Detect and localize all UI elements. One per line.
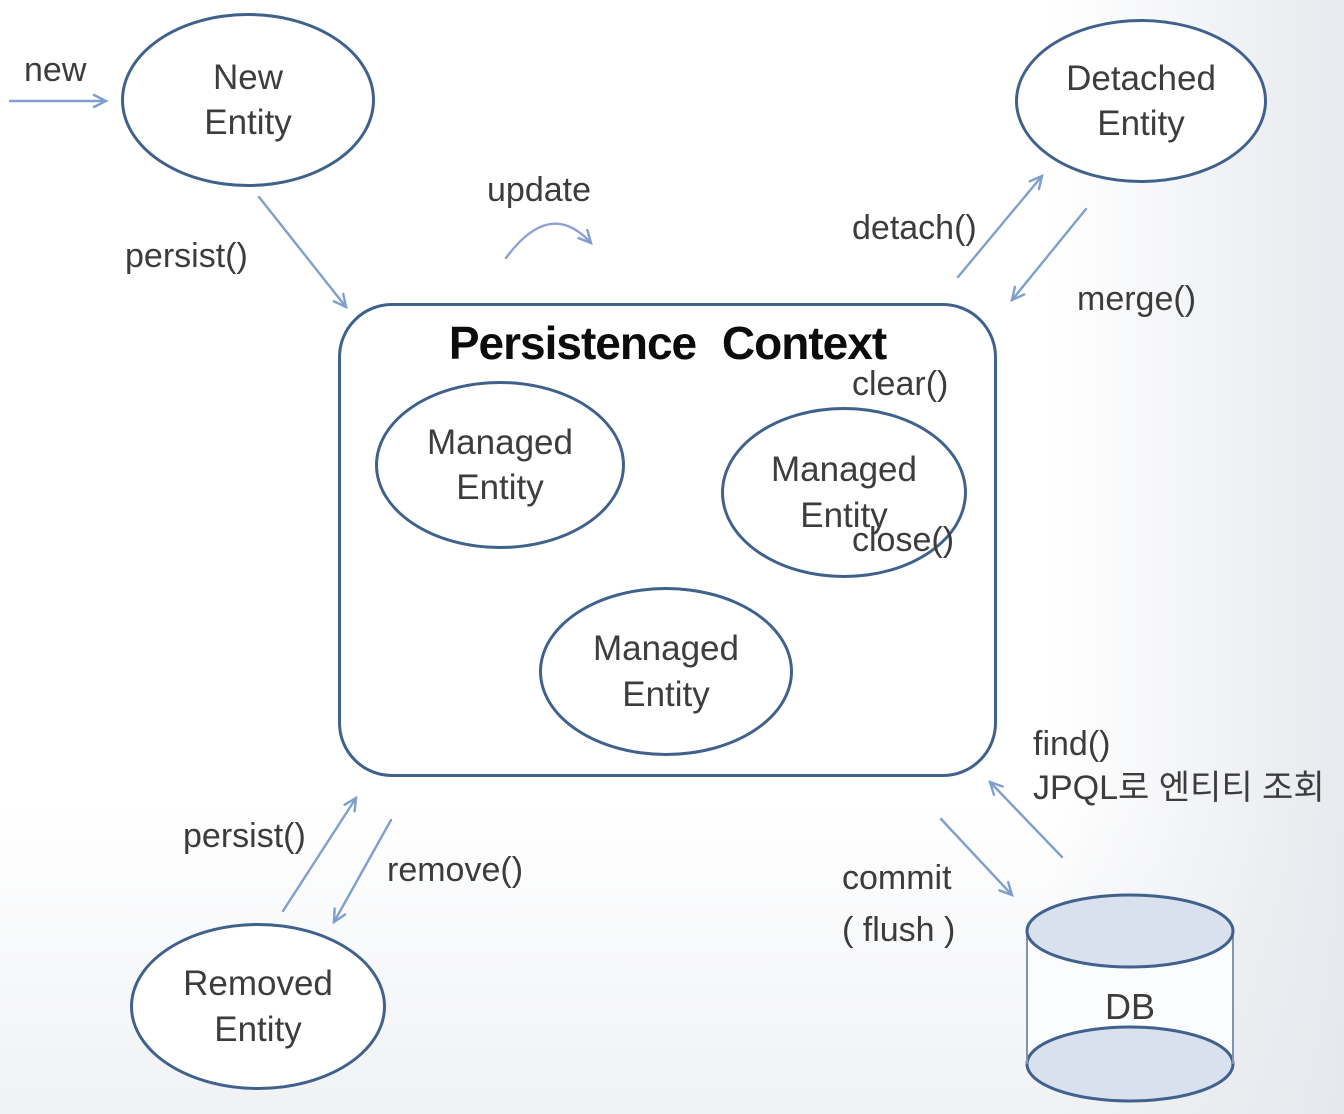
removed-entity-node: Removed Entity xyxy=(130,923,386,1090)
detach-arrow xyxy=(956,173,1044,279)
merge-label: merge() xyxy=(1077,280,1197,318)
db-cylinder-bottom xyxy=(1025,1025,1235,1103)
managed-entity-label-3: Managed Entity xyxy=(593,629,739,714)
db-cylinder-top xyxy=(1025,893,1235,969)
db-cylinder xyxy=(1025,893,1235,1103)
db-cylinder-sides xyxy=(1026,931,1234,1064)
update-arrow xyxy=(504,222,593,260)
new-label: new xyxy=(24,51,87,89)
new-entity-label: New Entity xyxy=(204,57,292,143)
clear-label: clear() xyxy=(852,365,949,403)
flush-label: ( flush ) xyxy=(842,911,956,949)
persist-bottom-label: persist() xyxy=(183,817,306,855)
removed-entity-label: Removed Entity xyxy=(183,964,333,1049)
db-label: DB xyxy=(1104,986,1155,1027)
persist-bottom-arrow xyxy=(281,795,358,913)
close-label: close() xyxy=(852,521,955,559)
update-label: update xyxy=(487,171,591,209)
find-label: find() xyxy=(1033,725,1111,763)
persistence-context-box xyxy=(338,303,997,777)
detach-label: detach() xyxy=(852,209,977,247)
remove-label: remove() xyxy=(387,851,524,889)
persist-top-label: persist() xyxy=(125,237,248,275)
managed-entity-label-1: Managed Entity xyxy=(427,422,573,508)
detached-entity-node: Detached Entity xyxy=(1015,19,1267,183)
persist-top-arrow xyxy=(257,195,348,310)
managed-entity-node-3: Managed Entity xyxy=(539,587,793,756)
remove-arrow xyxy=(332,818,393,925)
commit-label: commit xyxy=(842,859,952,897)
detached-entity-label: Detached Entity xyxy=(1066,58,1216,144)
jpql-label: JPQL로 엔티티 조회 xyxy=(1033,769,1325,807)
commit-arrow xyxy=(939,817,1014,897)
merge-arrow xyxy=(1010,207,1088,303)
managed-entity-node-2: Managed Entity xyxy=(721,407,967,578)
find-arrow xyxy=(988,780,1064,859)
detach-clear-close-labels: detach() clear() close() xyxy=(852,98,977,670)
new-entity-node: New Entity xyxy=(121,13,375,187)
managed-entity-node-1: Managed Entity xyxy=(375,381,625,549)
persistence-context-title: Persistence Context xyxy=(448,317,887,369)
managed-entity-label-2: Managed Entity xyxy=(771,450,917,535)
